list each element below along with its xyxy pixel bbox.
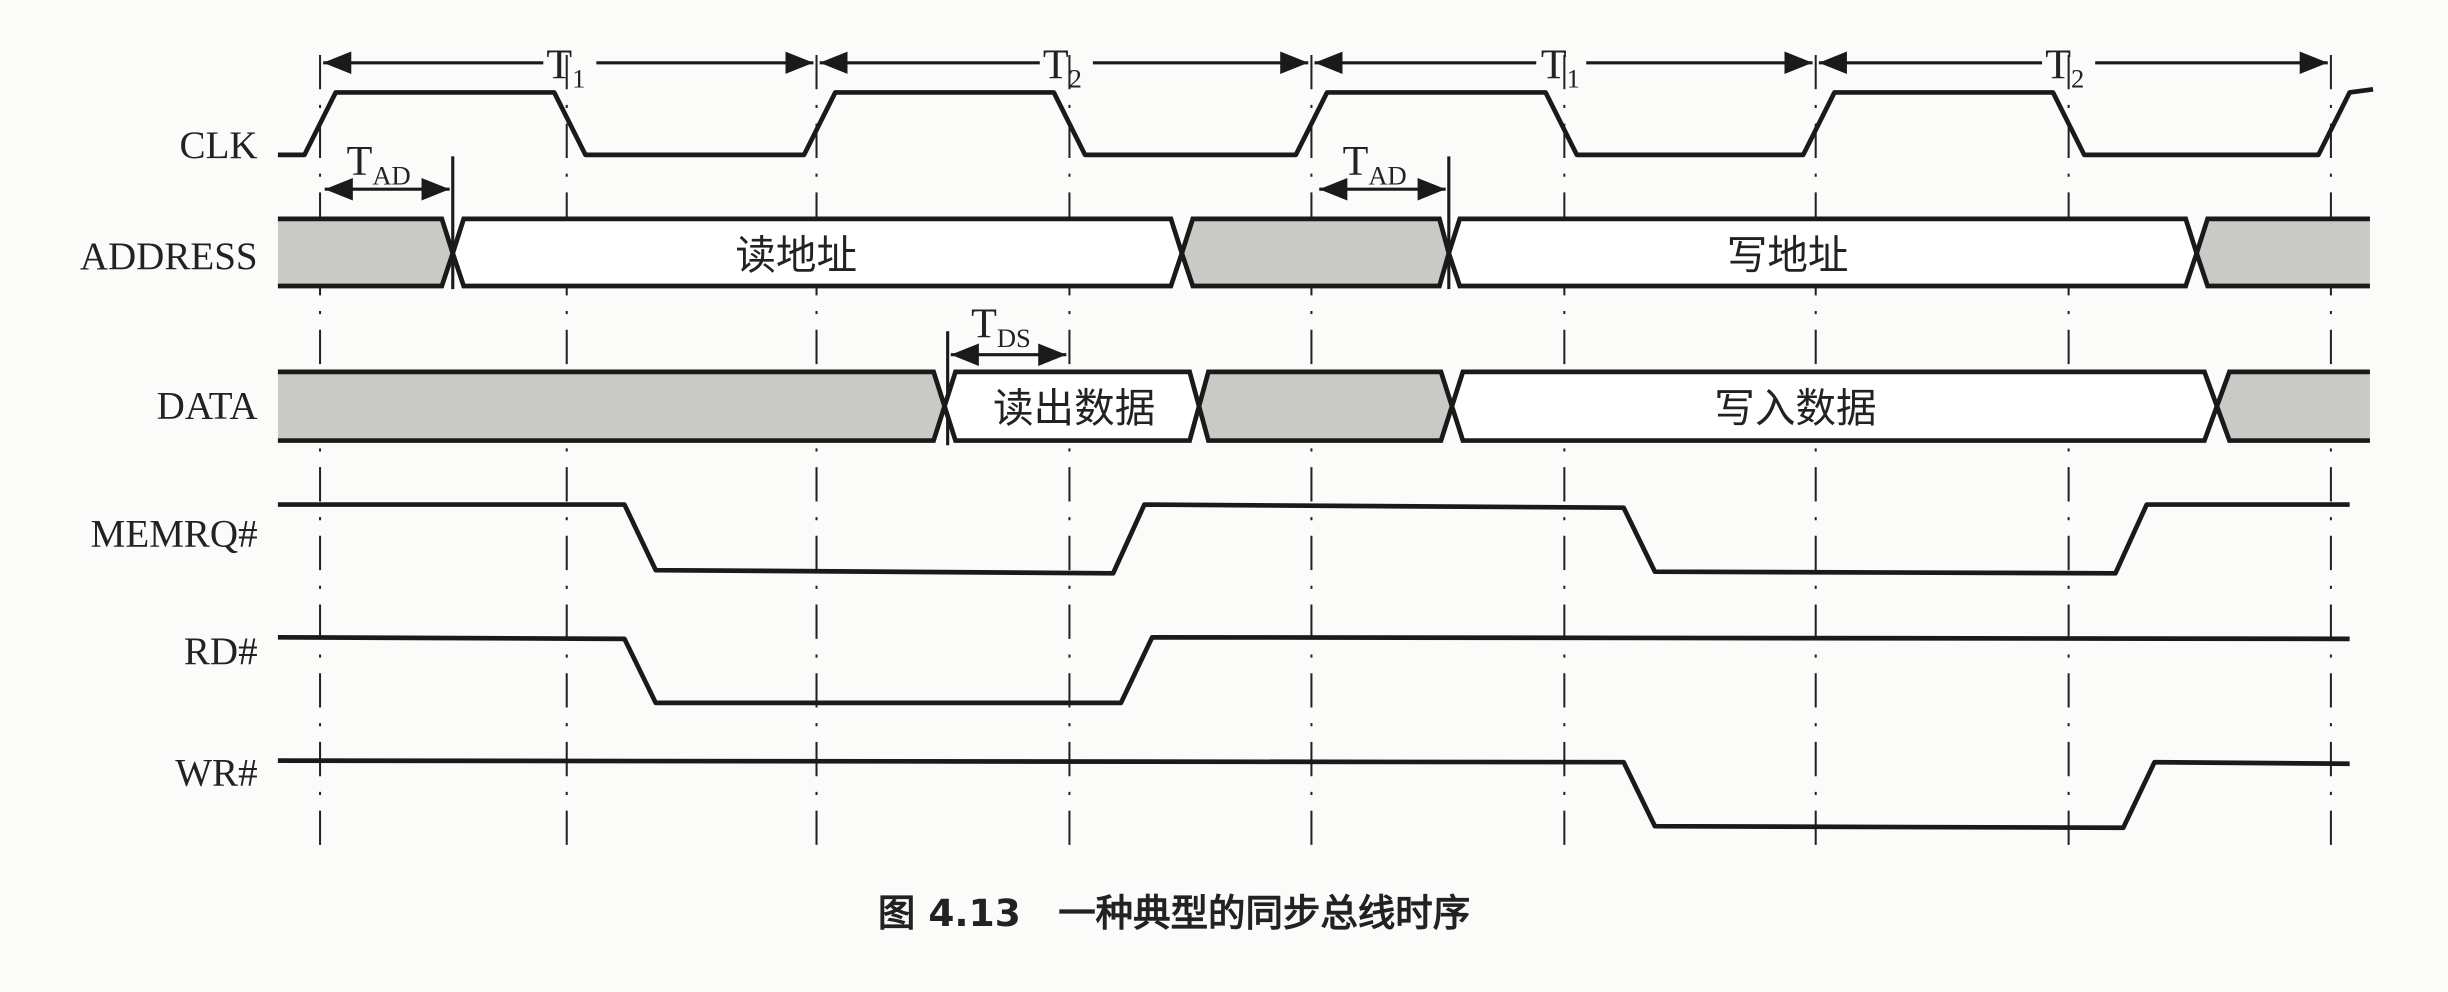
address-bus: 读地址 写地址 [277, 216, 2370, 289]
rd-waveform [277, 634, 2350, 706]
period-label-t1: T1 [546, 41, 585, 93]
memrq-waveform [277, 502, 2350, 576]
read-data-label: 读出数据 [993, 384, 1155, 432]
read-address-label: 读地址 [735, 231, 857, 279]
clk-waveform [277, 86, 2374, 158]
signal-label-wr: WR# [175, 752, 257, 795]
tds-delay-marker: TDS [946, 301, 1067, 446]
wr-waveform [277, 758, 2350, 831]
figure-caption: 图 4.13 一种典型的同步总线时序 [878, 891, 1470, 935]
tad-delay-marker: TAD [1319, 138, 1451, 290]
write-address-label: 写地址 [1727, 231, 1849, 279]
period-label-t1: T1 [1541, 41, 1580, 93]
signal-label-data: DATA [157, 385, 258, 428]
clock-edge-guides [319, 54, 2332, 859]
signal-label-address: ADDRESS [80, 235, 258, 278]
signal-label-rd: RD# [184, 630, 258, 673]
tad-label: TAD [1343, 138, 1407, 190]
data-bus: 读出数据 写入数据 [277, 369, 2370, 443]
tds-label: TDS [971, 301, 1031, 353]
signal-label-clk: CLK [180, 124, 258, 167]
tad-delay-marker: TAD [324, 138, 455, 290]
period-arrows: T1 T2 T1 T2 [323, 41, 2328, 94]
write-data-label: 写入数据 [1714, 384, 1876, 432]
period-label-t2: T2 [1043, 41, 1082, 93]
signal-label-memrq: MEMRQ# [91, 513, 258, 556]
period-label-t2: T2 [2045, 41, 2084, 93]
tad-label: TAD [347, 138, 411, 190]
